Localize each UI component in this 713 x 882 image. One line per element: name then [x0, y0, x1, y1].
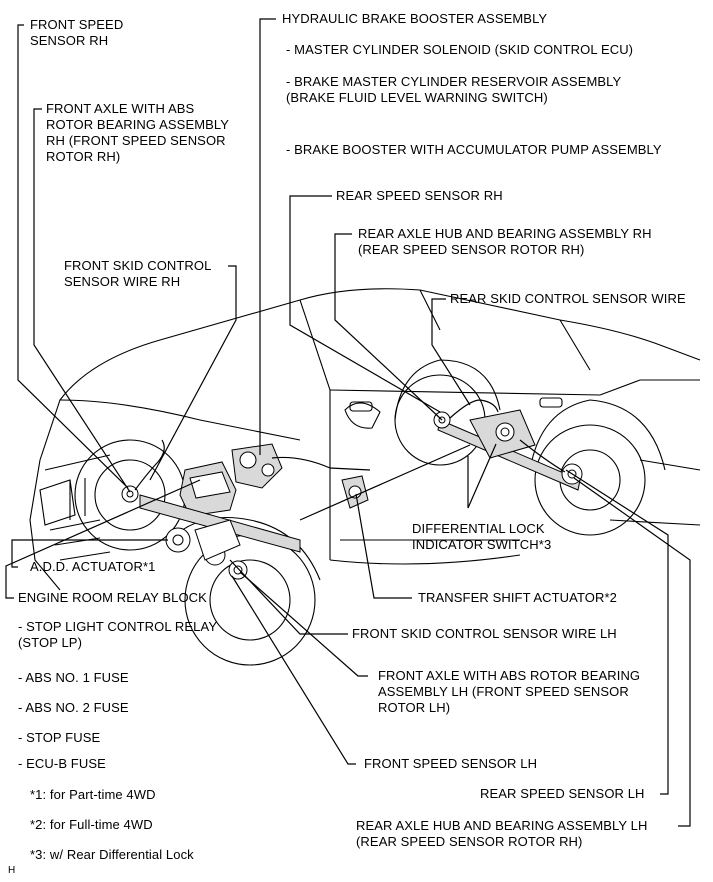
brake-components: [121, 399, 583, 580]
label-diff-lock-switch: DIFFERENTIAL LOCK INDICATOR SWITCH*3: [412, 521, 552, 552]
label-transfer-shift: TRANSFER SHIFT ACTUATOR*2: [418, 590, 617, 605]
leader-front-speed-sensor-rh: [17, 24, 129, 489]
leader-lines: [5, 18, 691, 827]
footnote-2: *2: for Full-time 4WD: [30, 817, 153, 832]
label-stop-fuse: - STOP FUSE: [18, 730, 101, 745]
label-rear-speed-sensor-rh: REAR SPEED SENSOR RH: [336, 188, 503, 203]
label-front-axle-rh: FRONT AXLE WITH ABS ROTOR BEARING ASSEMB…: [46, 101, 230, 164]
leader-add-actuator: [11, 539, 168, 568]
leader-rear-axle-rh: [334, 233, 443, 421]
label-rear-speed-sensor-lh: REAR SPEED SENSOR LH: [480, 786, 645, 801]
label-front-speed-sensor-lh: FRONT SPEED SENSOR LH: [364, 756, 538, 771]
label-rear-axle-rh: REAR AXLE HUB AND BEARING ASSEMBLY RH (R…: [358, 226, 652, 257]
leader-rear-skid-wire: [431, 298, 471, 406]
leader-front-skid-wire-lh: [229, 559, 348, 635]
label-reservoir: - BRAKE MASTER CYLINDER RESERVOIR ASSEMB…: [286, 74, 622, 105]
label-front-speed-sensor-rh: FRONT SPEED SENSOR RH: [30, 17, 124, 48]
leader-rear-axle-lh: [573, 477, 691, 827]
leader-rear-speed-sensor-lh: [565, 469, 669, 795]
label-front-skid-wire-rh: FRONT SKID CONTROL SENSOR WIRE RH: [64, 258, 212, 289]
corner-mark: H: [8, 865, 16, 876]
label-front-skid-wire-lh: FRONT SKID CONTROL SENSOR WIRE LH: [352, 626, 617, 641]
leader-rear-speed-sensor-rh: [289, 195, 441, 413]
label-front-axle-lh: FRONT AXLE WITH ABS ROTOR BEARING ASSEMB…: [378, 668, 641, 715]
leader-engine-relay-block: [5, 479, 201, 599]
label-rear-axle-lh: REAR AXLE HUB AND BEARING ASSEMBLY LH (R…: [356, 818, 648, 849]
label-rear-skid-wire: REAR SKID CONTROL SENSOR WIRE: [450, 291, 686, 306]
footnote-3: *3: w/ Rear Differential Lock: [30, 847, 194, 862]
footnote-1: *1: for Part-time 4WD: [30, 787, 156, 802]
leader-hydraulic-booster: [259, 18, 276, 455]
label-abs-fuse-1: - ABS NO. 1 FUSE: [18, 670, 129, 685]
vehicle-body: [29, 288, 701, 666]
label-abs-fuse-2: - ABS NO. 2 FUSE: [18, 700, 129, 715]
label-master-cylinder-solenoid: - MASTER CYLINDER SOLENOID (SKID CONTROL…: [286, 42, 634, 57]
label-add-actuator: A.D.D. ACTUATOR*1: [30, 559, 156, 574]
leader-transfer-shift: [355, 493, 412, 599]
label-engine-relay-block: ENGINE ROOM RELAY BLOCK: [18, 590, 207, 605]
leader-front-axle-rh: [33, 108, 131, 493]
label-hydraulic-booster: HYDRAULIC BRAKE BOOSTER ASSEMBLY: [282, 11, 548, 26]
label-ecub-fuse: - ECU-B FUSE: [18, 756, 106, 771]
label-accumulator: - BRAKE BOOSTER WITH ACCUMULATOR PUMP AS…: [286, 142, 662, 157]
leader-front-speed-sensor-lh: [231, 575, 356, 765]
leader-front-axle-lh: [239, 571, 368, 677]
label-stop-light-relay: - STOP LIGHT CONTROL RELAY (STOP LP): [18, 619, 218, 650]
leader-front-skid-wire-rh: [149, 265, 237, 481]
leader-diff-lock-switch: [467, 443, 497, 509]
